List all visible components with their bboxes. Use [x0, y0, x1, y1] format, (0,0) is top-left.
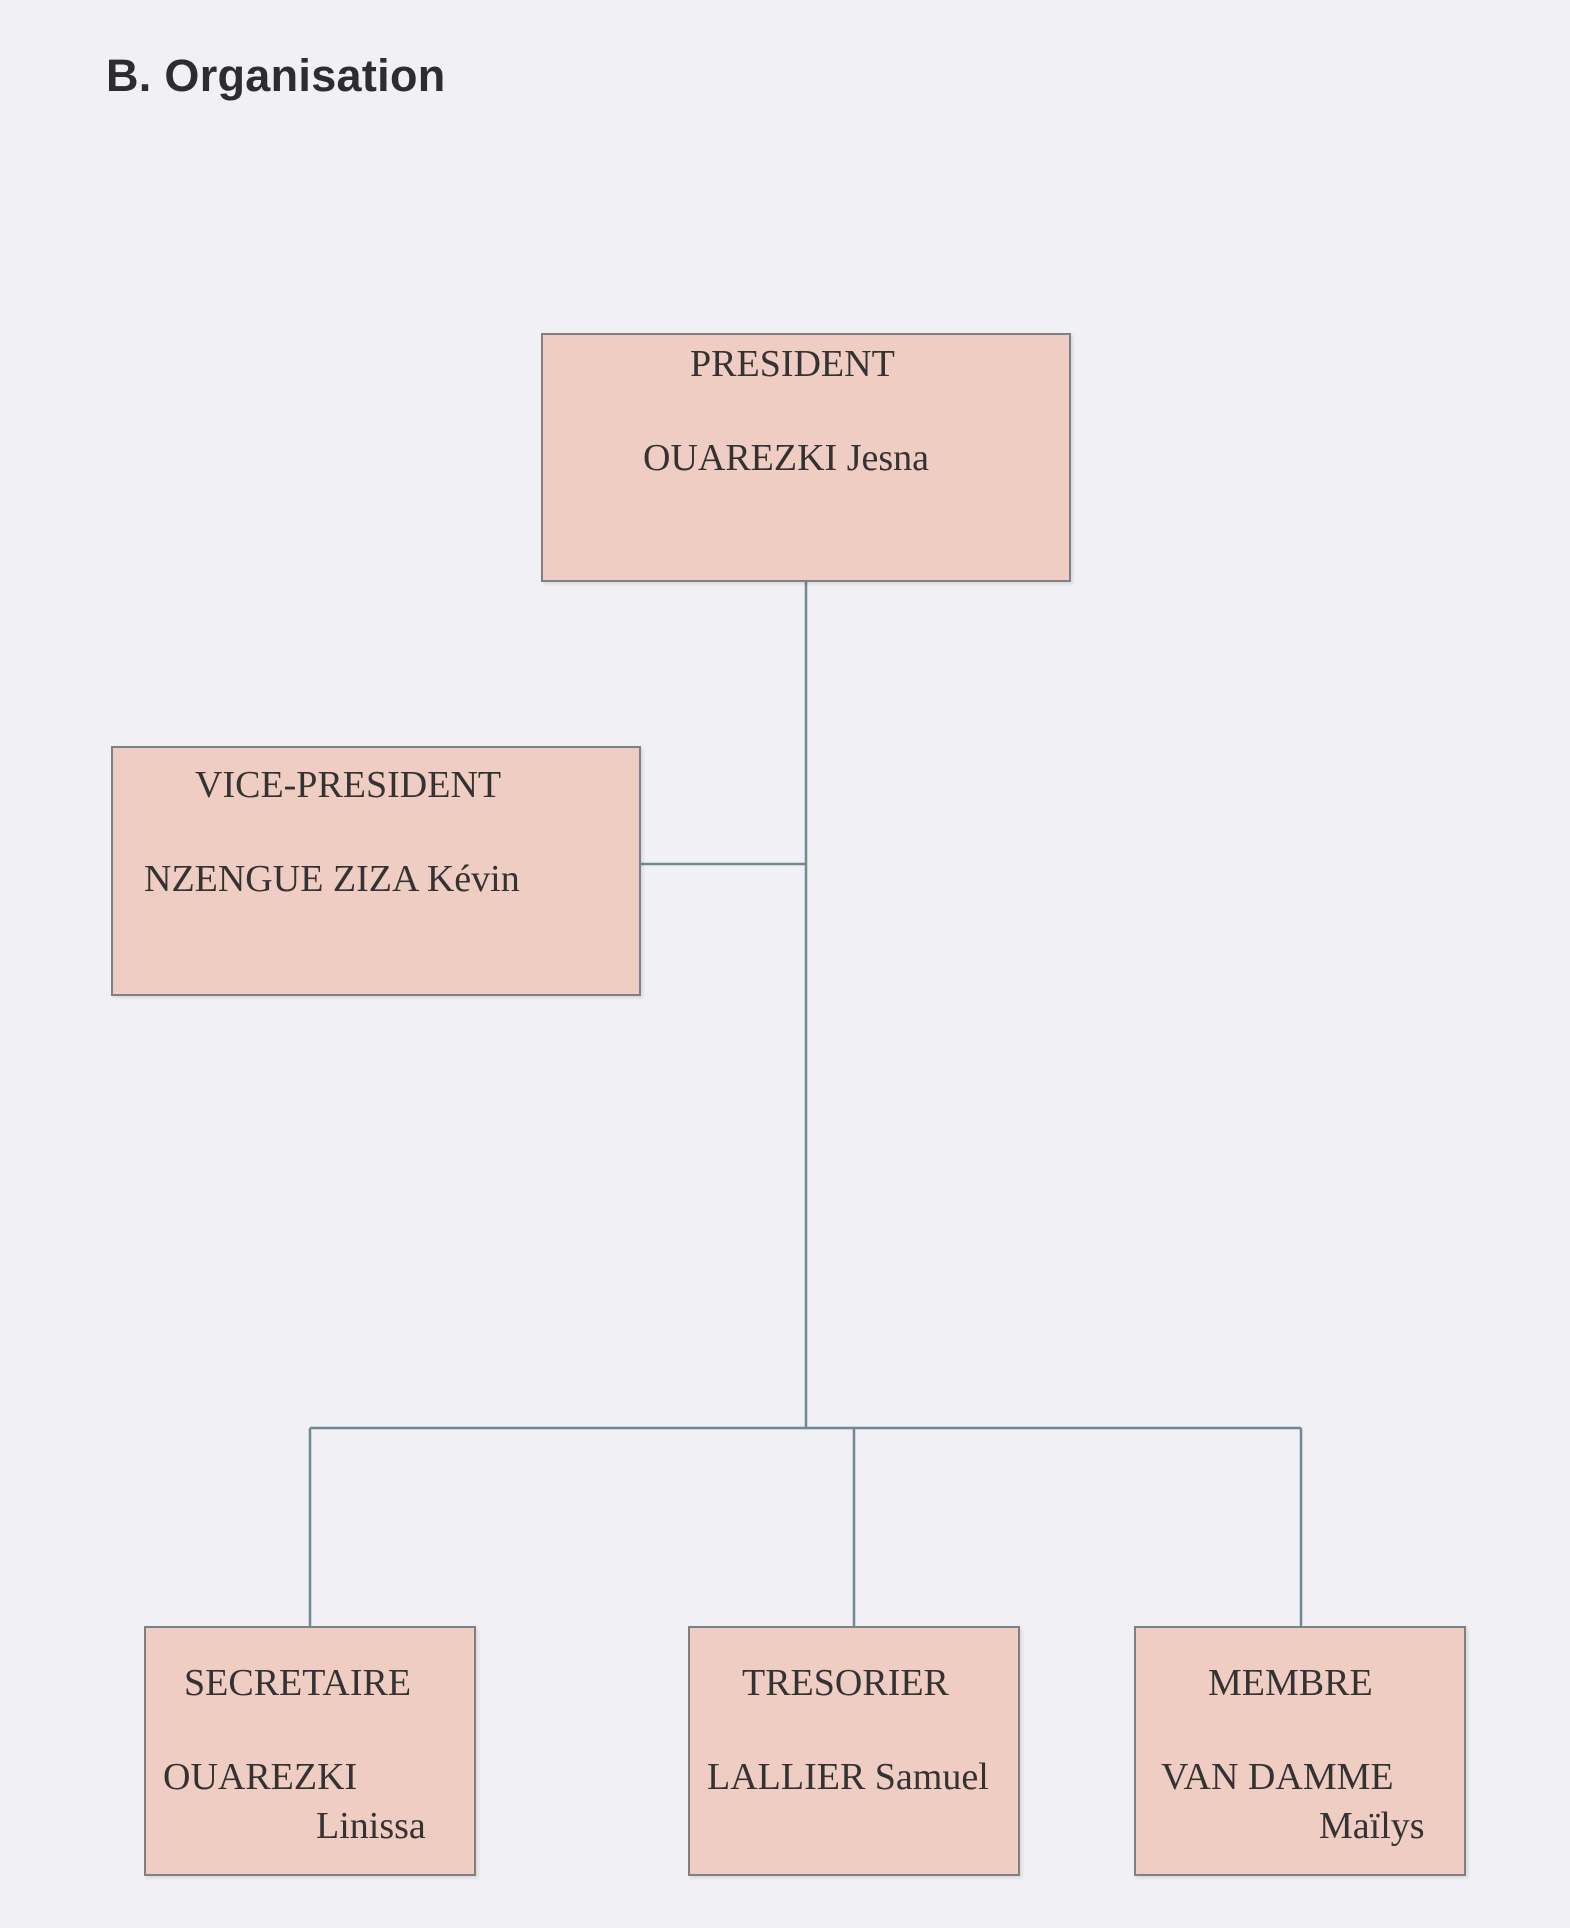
president-role: PRESIDENT [690, 343, 895, 385]
secretaire-box: SECRETAIRE OUAREZKI Linissa [144, 1626, 476, 1876]
tresorier-role: TRESORIER [742, 1662, 949, 1704]
secretaire-name-line2: Linissa [316, 1805, 426, 1847]
president-box: PRESIDENT OUAREZKI Jesna [541, 333, 1071, 582]
membre-role: MEMBRE [1208, 1662, 1373, 1704]
vice-president-name: NZENGUE ZIZA Kévin [144, 858, 520, 900]
tresorier-name: LALLIER Samuel [707, 1756, 989, 1798]
tresorier-box: TRESORIER LALLIER Samuel [688, 1626, 1020, 1876]
membre-name-line1: VAN DAMME [1161, 1756, 1394, 1798]
membre-name-line2: Maïlys [1319, 1805, 1425, 1847]
secretaire-name-line1: OUAREZKI [163, 1756, 358, 1798]
page-title: B. Organisation [106, 50, 446, 101]
membre-box: MEMBRE VAN DAMME Maïlys [1134, 1626, 1466, 1876]
president-name: OUAREZKI Jesna [643, 437, 930, 479]
vice-president-box: VICE-PRESIDENT NZENGUE ZIZA Kévin [111, 746, 641, 996]
secretaire-role: SECRETAIRE [184, 1662, 412, 1704]
vice-president-role: VICE-PRESIDENT [195, 764, 502, 806]
